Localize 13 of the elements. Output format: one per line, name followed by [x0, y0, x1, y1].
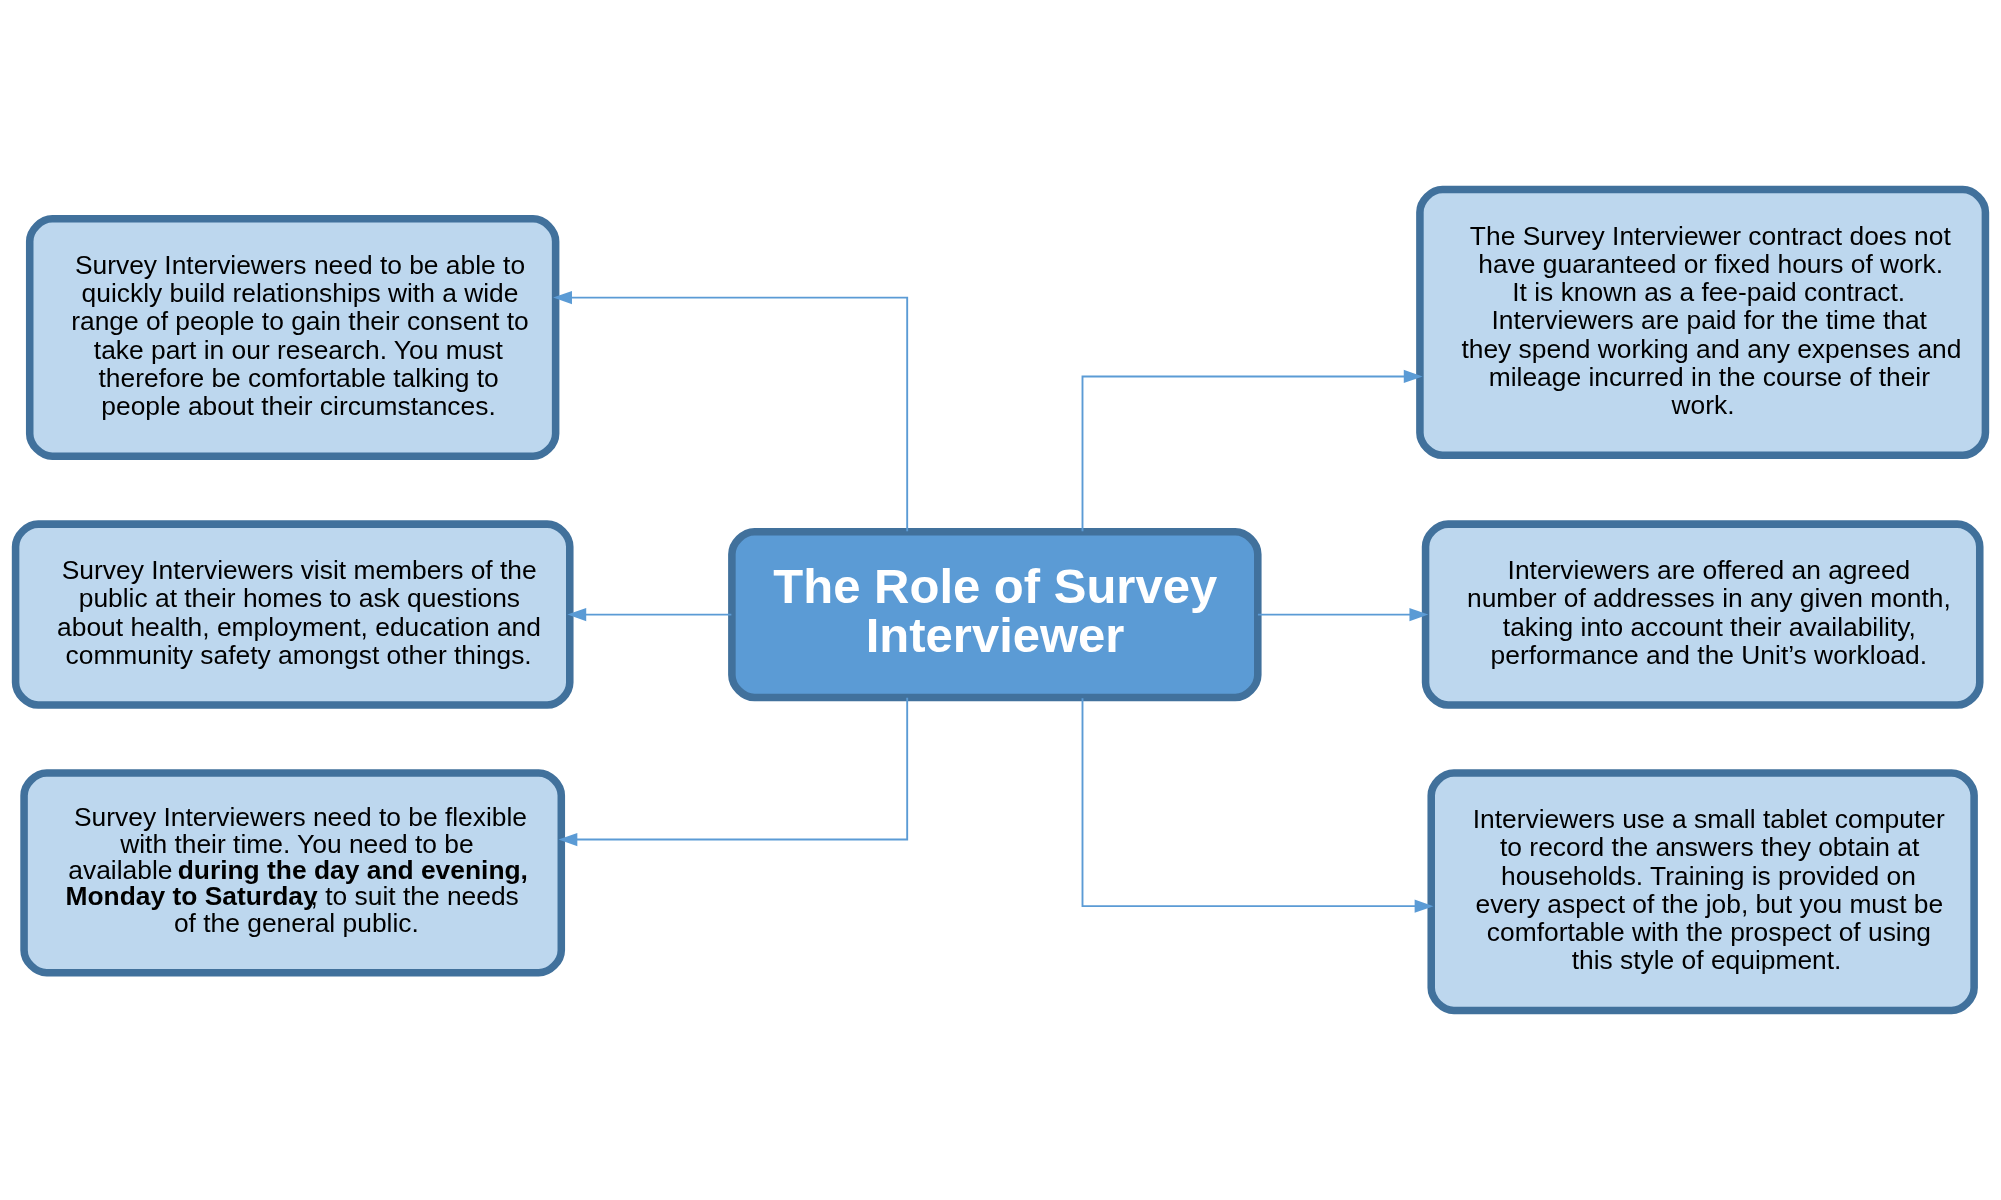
- node-box: Survey Interviewers need to be able to quickly build relationships with a wide range of people to gain their consent to take part in our research. You must therefore be comfortable talking to people about their circumstances.: [25, 215, 560, 461]
- arrow: [1256, 608, 1429, 622]
- arrow: [1081, 369, 1423, 533]
- node-box: Survey Interviewers need to be flexible with their time. You need to be available during the day and evening, Monday to Saturday, to suit the needs of the general public.: [20, 769, 566, 977]
- node-box: Interviewers are offered an agreed number of addresses in any given month, taking into account their availability, performance and the Unit’s workload.: [1421, 520, 1984, 709]
- arrow: [567, 608, 733, 622]
- arrow: [558, 696, 909, 847]
- arrow: [1081, 697, 1434, 913]
- node-box: The Survey Interviewer contract does not have guaranteed or fixed hours of work. It is known as a fee-paid contract. Interviewers are paid for the time that they spend working and any expenses and mileage incurred in the course of their work.: [1416, 185, 1990, 460]
- node-box: Interviewers use a small tablet computer to record the answers they obtain at households. Training is provided on every aspect of the job, but you must be comfortable with the prospect of using this style of equipment.: [1427, 769, 1978, 1015]
- node-box: The Role of Survey Interviewer: [728, 527, 1262, 702]
- arrow: [553, 291, 909, 533]
- node-box: Survey Interviewers visit members of the public at their homes to ask questions about health, employment, education and community safety amongst other things.: [11, 520, 574, 709]
